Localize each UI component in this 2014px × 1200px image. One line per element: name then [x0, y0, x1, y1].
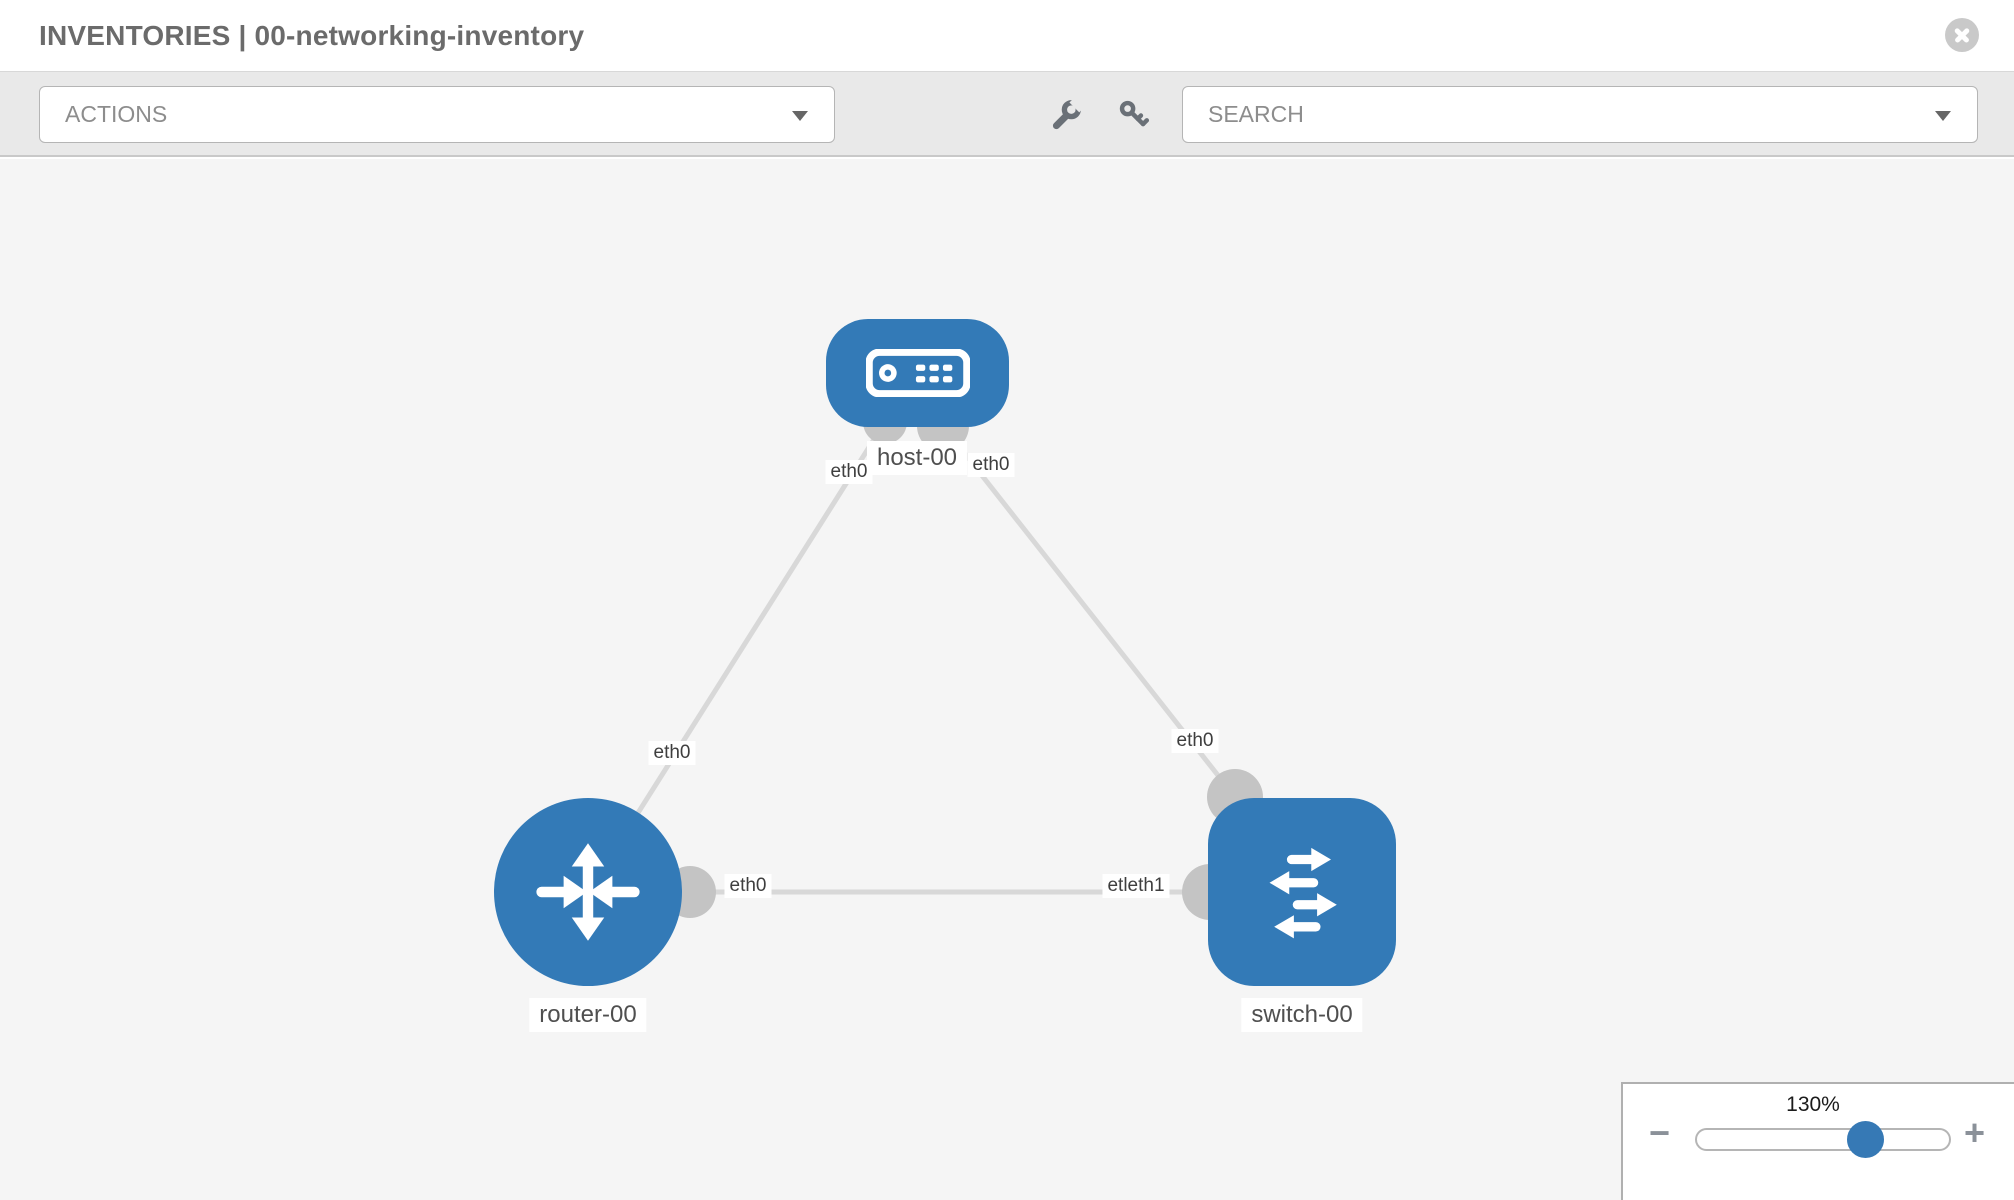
zoom-slider-thumb[interactable]: [1847, 1121, 1884, 1158]
actions-dropdown[interactable]: ACTIONS: [39, 86, 835, 143]
node-host-00[interactable]: [826, 319, 1009, 427]
router-icon: [536, 843, 640, 941]
interface-label-switch-uplink: eth0: [1171, 729, 1219, 753]
node-switch-00[interactable]: [1208, 798, 1396, 986]
node-label-router: router-00: [529, 998, 647, 1032]
interface-label-switch-lan: etleth1: [1102, 874, 1170, 898]
wrench-icon[interactable]: [1050, 99, 1082, 131]
node-router-00[interactable]: [494, 798, 682, 986]
zoom-out-button[interactable]: −: [1649, 1112, 1671, 1153]
toolbar: ACTIONS SEARCH: [0, 71, 2014, 157]
interface-label-router-uplink: eth0: [648, 741, 696, 765]
interface-label-host-right: eth0: [967, 453, 1015, 477]
search-dropdown[interactable]: SEARCH: [1182, 86, 1978, 143]
topology-links-layer: [585, 400, 1302, 920]
header: INVENTORIES | 00-networking-inventory: [0, 0, 2014, 71]
chevron-down-icon: [792, 111, 808, 121]
topology-canvas[interactable]: host-00 router-00 switch-00 eth0 eth0 et…: [0, 159, 2014, 1200]
interface-label-router-lan: eth0: [724, 874, 772, 898]
zoom-slider-track[interactable]: [1695, 1128, 1951, 1151]
node-label-switch: switch-00: [1241, 998, 1363, 1032]
chevron-down-icon: [1935, 111, 1951, 121]
zoom-panel: 130% − +: [1621, 1082, 2014, 1200]
key-icon[interactable]: [1118, 99, 1150, 131]
host-icon: [865, 349, 970, 397]
node-label-host: host-00: [866, 441, 968, 475]
switch-icon: [1269, 847, 1337, 939]
actions-dropdown-label: ACTIONS: [65, 101, 168, 127]
interface-label-host-left: eth0: [825, 460, 873, 484]
page-title: INVENTORIES | 00-networking-inventory: [39, 20, 585, 51]
close-button[interactable]: [1945, 18, 1979, 52]
zoom-level: 130%: [1786, 1093, 1840, 1116]
search-dropdown-label: SEARCH: [1208, 101, 1304, 127]
zoom-in-button[interactable]: +: [1964, 1112, 1986, 1153]
